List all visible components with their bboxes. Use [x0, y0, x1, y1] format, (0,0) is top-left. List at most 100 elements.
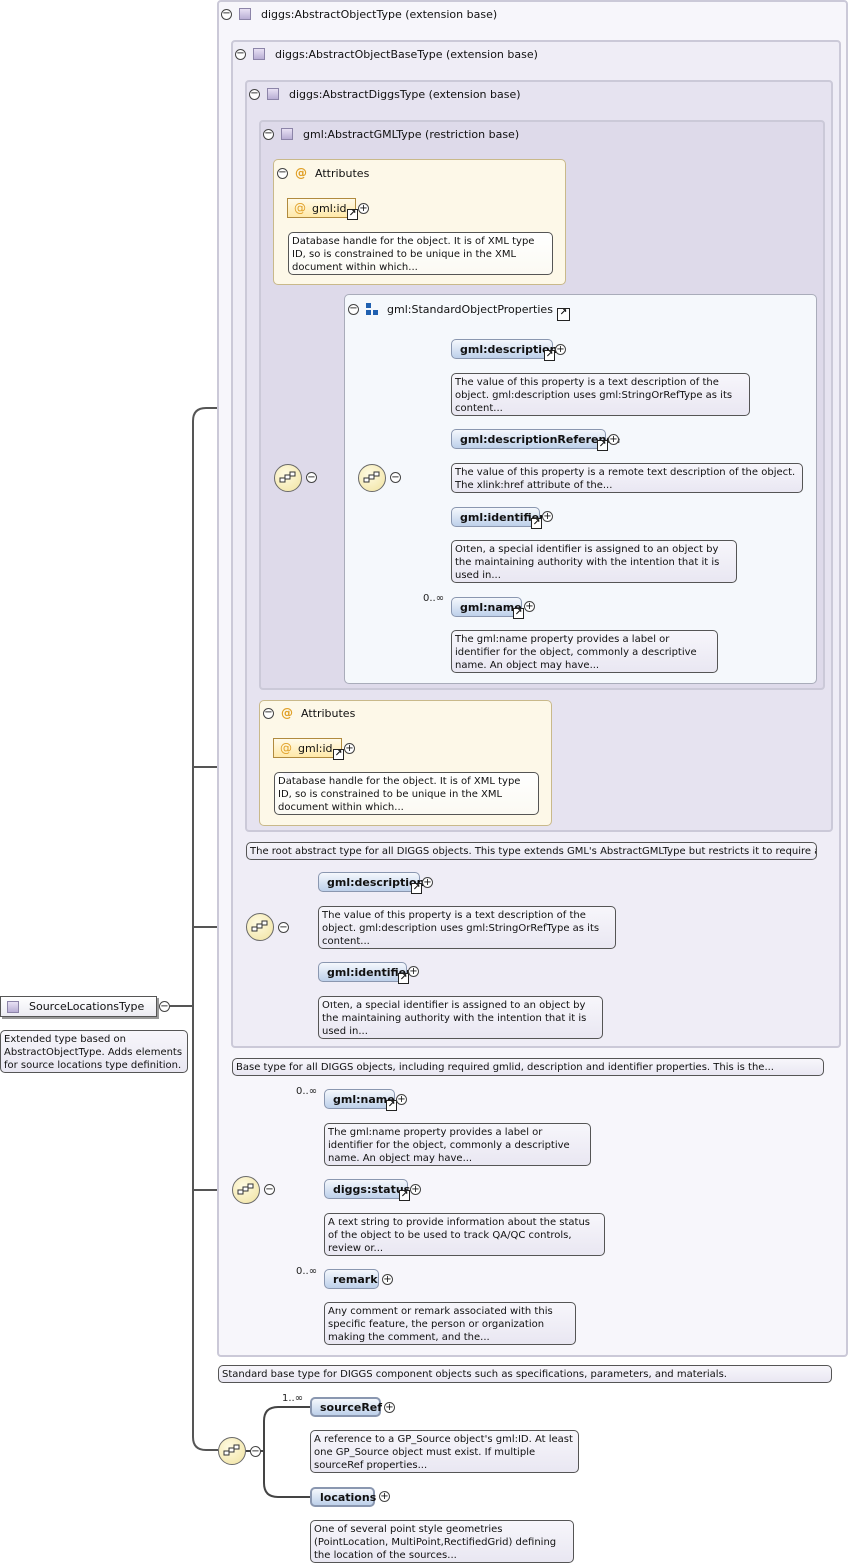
- frame-title: diggs:AbstractDiggsType (extension base): [289, 87, 521, 101]
- attribute-doc: Database handle for the object. It is of…: [274, 772, 539, 815]
- frame-header: − diggs:AbstractObjectBaseType (extension…: [235, 45, 538, 63]
- complex-type-icon: [7, 1000, 19, 1013]
- reference-arrow-icon: ↗: [556, 307, 570, 321]
- reference-arrow-icon: ↗: [411, 883, 422, 894]
- collapse-icon[interactable]: −: [250, 1445, 261, 1457]
- expand-icon[interactable]: +: [379, 1490, 390, 1502]
- root-label: SourceLocationsType: [29, 1000, 145, 1013]
- attribute-icon: @: [280, 741, 292, 755]
- element-doc: Often, a special identifier is assigned …: [451, 540, 737, 583]
- attributes-header: −@ Attributes: [263, 704, 355, 722]
- reference-arrow-icon: ↗: [531, 518, 542, 529]
- frame-header: − diggs:AbstractDiggsType (extension base…: [249, 85, 521, 103]
- collapse-icon[interactable]: −: [277, 167, 288, 179]
- element-doc: Often, a special identifier is assigned …: [318, 996, 603, 1039]
- expand-icon[interactable]: +: [422, 876, 433, 888]
- cardinality-label: 1..∞: [282, 1393, 304, 1404]
- element-diggs-status[interactable]: diggs:status↗: [324, 1179, 410, 1201]
- expand-icon[interactable]: +: [410, 1183, 421, 1195]
- type-doc: Standard base type for DIGGS component o…: [218, 1365, 832, 1383]
- element-gml-name[interactable]: gml:name↗: [324, 1089, 397, 1111]
- reference-arrow-icon: ↗: [398, 973, 409, 984]
- collapse-icon[interactable]: −: [390, 471, 401, 483]
- complex-type-icon: [253, 48, 265, 60]
- element-doc: The value of this property is a text des…: [451, 373, 750, 416]
- expand-icon[interactable]: +: [555, 343, 566, 355]
- frame-title: diggs:AbstractObjectBaseType (extension …: [275, 47, 538, 61]
- complex-type-icon: [267, 88, 279, 100]
- expand-icon[interactable]: +: [524, 600, 535, 612]
- collapse-icon[interactable]: −: [264, 1183, 275, 1195]
- expand-icon[interactable]: +: [396, 1093, 407, 1105]
- attribute-icon: @: [295, 166, 307, 180]
- reference-arrow-icon: ↗: [513, 608, 524, 619]
- attribute-gml-id[interactable]: @gml:id ↗: [287, 198, 358, 220]
- cardinality-label: 0..∞: [296, 1266, 318, 1277]
- element-gml-identifier[interactable]: gml:identifier↗: [451, 507, 545, 529]
- sequence-compositor-icon[interactable]: [246, 913, 274, 941]
- group-header: − gml:StandardObjectProperties ↗: [348, 300, 570, 321]
- reference-arrow-icon: ↗: [386, 1100, 397, 1111]
- frame-header: −diggs:AbstractObjectType (extension bas…: [221, 5, 497, 23]
- collapse-icon[interactable]: −: [263, 707, 274, 719]
- reference-arrow-icon: ↗: [347, 209, 358, 220]
- sequence-compositor-icon[interactable]: [232, 1176, 260, 1204]
- expand-icon[interactable]: +: [358, 202, 369, 214]
- element-sourceRef[interactable]: sourceRef: [310, 1397, 382, 1417]
- attribute-gml-id[interactable]: @gml:id ↗: [273, 738, 344, 760]
- collapse-icon[interactable]: −: [249, 88, 260, 100]
- sequence-compositor-icon[interactable]: [218, 1437, 246, 1465]
- collapse-icon[interactable]: −: [306, 471, 317, 483]
- expand-icon[interactable]: +: [608, 433, 619, 445]
- cardinality-label: 0..∞: [423, 593, 445, 604]
- type-doc: The root abstract type for all DIGGS obj…: [246, 842, 817, 860]
- type-doc: Base type for all DIGGS objects, includi…: [232, 1058, 824, 1076]
- element-doc: A text string to provide information abo…: [324, 1213, 605, 1256]
- group-icon: [366, 302, 379, 316]
- reference-arrow-icon: ↗: [333, 749, 344, 760]
- collapse-icon[interactable]: −: [235, 48, 246, 60]
- element-gml-description[interactable]: gml:description↗: [451, 339, 557, 361]
- element-doc: A reference to a GP_Source object's gml:…: [310, 1430, 579, 1473]
- attributes-header: −@ Attributes: [277, 164, 369, 182]
- collapse-icon[interactable]: −: [221, 8, 232, 20]
- sequence-compositor-icon[interactable]: [274, 464, 302, 492]
- element-gml-name[interactable]: gml:name↗: [451, 597, 524, 619]
- element-gml-identifier[interactable]: gml:identifier↗: [318, 962, 412, 984]
- attribute-icon: @: [281, 706, 293, 720]
- reference-arrow-icon: ↗: [399, 1190, 410, 1201]
- expand-icon[interactable]: +: [542, 510, 553, 522]
- element-remark[interactable]: remark: [324, 1269, 379, 1289]
- element-doc: The value of this property is a remote t…: [451, 463, 803, 493]
- expand-icon[interactable]: +: [382, 1273, 393, 1285]
- sequence-compositor-icon[interactable]: [358, 464, 386, 492]
- element-gml-description[interactable]: gml:description↗: [318, 872, 424, 894]
- expand-icon[interactable]: +: [384, 1401, 395, 1413]
- cardinality-label: 0..∞: [296, 1086, 318, 1097]
- element-doc: The gml:name property provides a label o…: [451, 630, 718, 673]
- collapse-icon[interactable]: −: [159, 1000, 170, 1012]
- attributes-label: Attributes: [315, 166, 370, 180]
- element-doc: The gml:name property provides a label o…: [324, 1123, 591, 1166]
- attribute-icon: @: [294, 201, 306, 215]
- element-doc: Any comment or remark associated with th…: [324, 1302, 576, 1345]
- collapse-icon[interactable]: −: [278, 921, 289, 933]
- complex-type-icon: [281, 128, 293, 140]
- expand-icon[interactable]: +: [408, 965, 419, 977]
- frame-header: − gml:AbstractGMLType (restriction base): [263, 125, 519, 143]
- element-locations[interactable]: locations: [310, 1487, 376, 1507]
- attributes-label: Attributes: [301, 706, 356, 720]
- reference-arrow-icon: ↗: [597, 440, 608, 451]
- element-doc: The value of this property is a text des…: [318, 906, 616, 949]
- collapse-icon[interactable]: −: [263, 128, 274, 140]
- element-gml-description-reference[interactable]: gml:descriptionReference↗: [451, 429, 620, 451]
- expand-icon[interactable]: +: [344, 742, 355, 754]
- group-title: gml:StandardObjectProperties: [387, 302, 553, 316]
- element-doc: One of several point style geometries (P…: [310, 1520, 574, 1563]
- root-complex-type[interactable]: SourceLocationsType: [0, 996, 157, 1017]
- frame-title: gml:AbstractGMLType (restriction base): [303, 127, 520, 141]
- root-doc: Extended type based on AbstractObjectTyp…: [0, 1030, 188, 1073]
- reference-arrow-icon: ↗: [544, 350, 555, 361]
- collapse-icon[interactable]: −: [348, 303, 359, 315]
- complex-type-icon: [239, 8, 251, 20]
